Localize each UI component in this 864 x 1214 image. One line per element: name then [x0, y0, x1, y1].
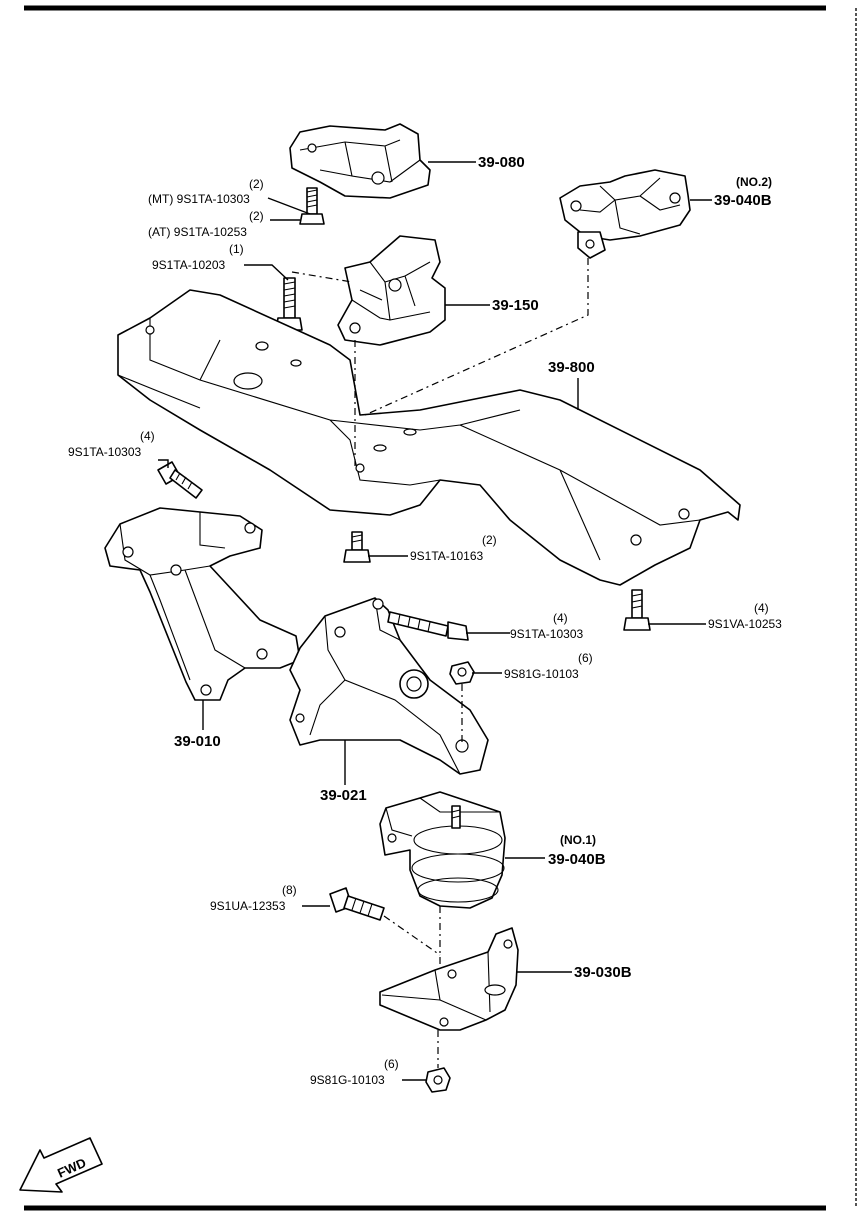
- label-no2: (NO.2): [736, 175, 772, 189]
- bolt-9s1ua-12353[interactable]: [329, 887, 385, 921]
- label-mt-9s1ta-10303: (MT) 9S1TA-10303: [148, 192, 250, 206]
- label-9s1ta-10203: 9S1TA-10203: [152, 258, 225, 272]
- qty-9s1ta-10203: (1): [229, 242, 244, 256]
- label-no1: (NO.1): [560, 833, 596, 847]
- label-39-150: 39-150: [492, 297, 539, 314]
- qty-9s1ta-10163: (2): [482, 533, 497, 547]
- label-9s1ta-10163: 9S1TA-10163: [410, 549, 483, 563]
- bolt-9s1va-10253[interactable]: [623, 589, 651, 631]
- label-39-040b-no2: 39-040B: [714, 192, 772, 209]
- label-39-030b: 39-030B: [574, 964, 632, 981]
- nut-9s81g-10103-upper[interactable]: [449, 661, 475, 685]
- qty-9s1ua-12353: (8): [282, 883, 297, 897]
- label-9s1ta-10303-left: 9S1TA-10303: [68, 445, 141, 459]
- bolt-9s1ta-10303-mt[interactable]: [299, 187, 325, 225]
- qty-9s1va-10253: (4): [754, 601, 769, 615]
- part-39-800-crossmember[interactable]: [117, 289, 741, 586]
- label-at-9s1ta-10253: (AT) 9S1TA-10253: [148, 225, 247, 239]
- label-39-010: 39-010: [174, 733, 221, 750]
- label-39-080: 39-080: [478, 154, 525, 171]
- label-9s81g-10103-lower: 9S81G-10103: [310, 1073, 385, 1087]
- nut-9s81g-10103-lower[interactable]: [425, 1067, 451, 1093]
- bolt-9s1ta-10303-right[interactable]: [387, 611, 469, 641]
- qty-9s1ta-10303-right: (4): [553, 611, 568, 625]
- part-39-021-bracket[interactable]: [289, 597, 489, 775]
- label-9s1ta-10303-right: 9S1TA-10303: [510, 627, 583, 641]
- qty-9s81g-10103-upper: (6): [578, 651, 593, 665]
- label-9s81g-10103-upper: 9S81G-10103: [504, 667, 579, 681]
- qty-at: (2): [249, 209, 264, 223]
- assembly-lines: [291, 258, 589, 1068]
- label-9s1va-10253: 9S1VA-10253: [708, 617, 782, 631]
- label-9s1ua-12353: 9S1UA-12353: [210, 899, 286, 913]
- part-39-030b-bracket[interactable]: [379, 927, 519, 1031]
- qty-9s1ta-10303-left: (4): [140, 429, 155, 443]
- leader-lines: [158, 161, 712, 1081]
- part-39-010-bracket[interactable]: [104, 507, 301, 701]
- part-39-080-bracket[interactable]: [289, 123, 431, 199]
- qty-9s81g-10103-lower: (6): [384, 1057, 399, 1071]
- qty-mt: (2): [249, 177, 264, 191]
- label-39-800: 39-800: [548, 359, 595, 376]
- bolt-9s1ta-10163[interactable]: [343, 531, 371, 563]
- label-39-040b-no1: 39-040B: [548, 851, 606, 868]
- bolt-9s1ta-10303-left[interactable]: [157, 461, 203, 499]
- part-39-040b-no2-mount[interactable]: [559, 169, 691, 259]
- part-39-150-mount[interactable]: [337, 235, 446, 346]
- label-39-021: 39-021: [320, 787, 367, 804]
- fwd-arrow-icon: FWD: [19, 1137, 103, 1193]
- part-39-040b-no1-mount[interactable]: [379, 791, 506, 909]
